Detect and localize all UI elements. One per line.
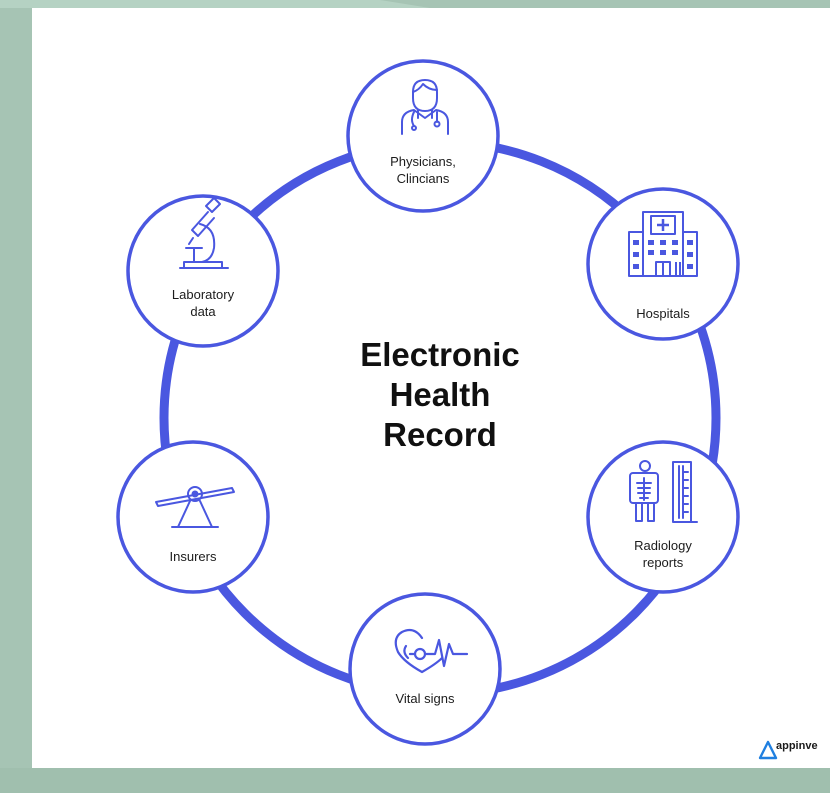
balance-seesaw-icon <box>155 486 235 528</box>
x-ray-icon <box>629 460 698 523</box>
node-insurers <box>116 440 270 594</box>
node-laboratory <box>126 194 280 348</box>
brand-name: appinve <box>776 740 818 752</box>
node-hospitals <box>586 187 740 341</box>
label-laboratory: Laboratory data <box>171 287 235 319</box>
label-physicians: Physicians, Clincians <box>390 154 456 186</box>
label-hospitals: Hospitals <box>636 306 690 321</box>
node-radiology <box>586 440 740 594</box>
heartbeat-icon <box>394 628 469 674</box>
label-insurers: Insurers <box>169 549 217 564</box>
node-physicians <box>346 59 500 213</box>
hospital-building-icon <box>628 211 698 277</box>
microscope-icon <box>179 197 229 269</box>
center-title: Electronic Health Record <box>360 336 520 453</box>
label-radiology: Radiology reports <box>634 538 692 570</box>
appinventiv-logo-icon <box>758 740 778 760</box>
brand-logo: appinve <box>754 736 818 756</box>
node-vital-signs <box>348 592 502 746</box>
doctor-icon <box>401 79 449 135</box>
label-vital-signs: Vital signs <box>395 691 455 706</box>
